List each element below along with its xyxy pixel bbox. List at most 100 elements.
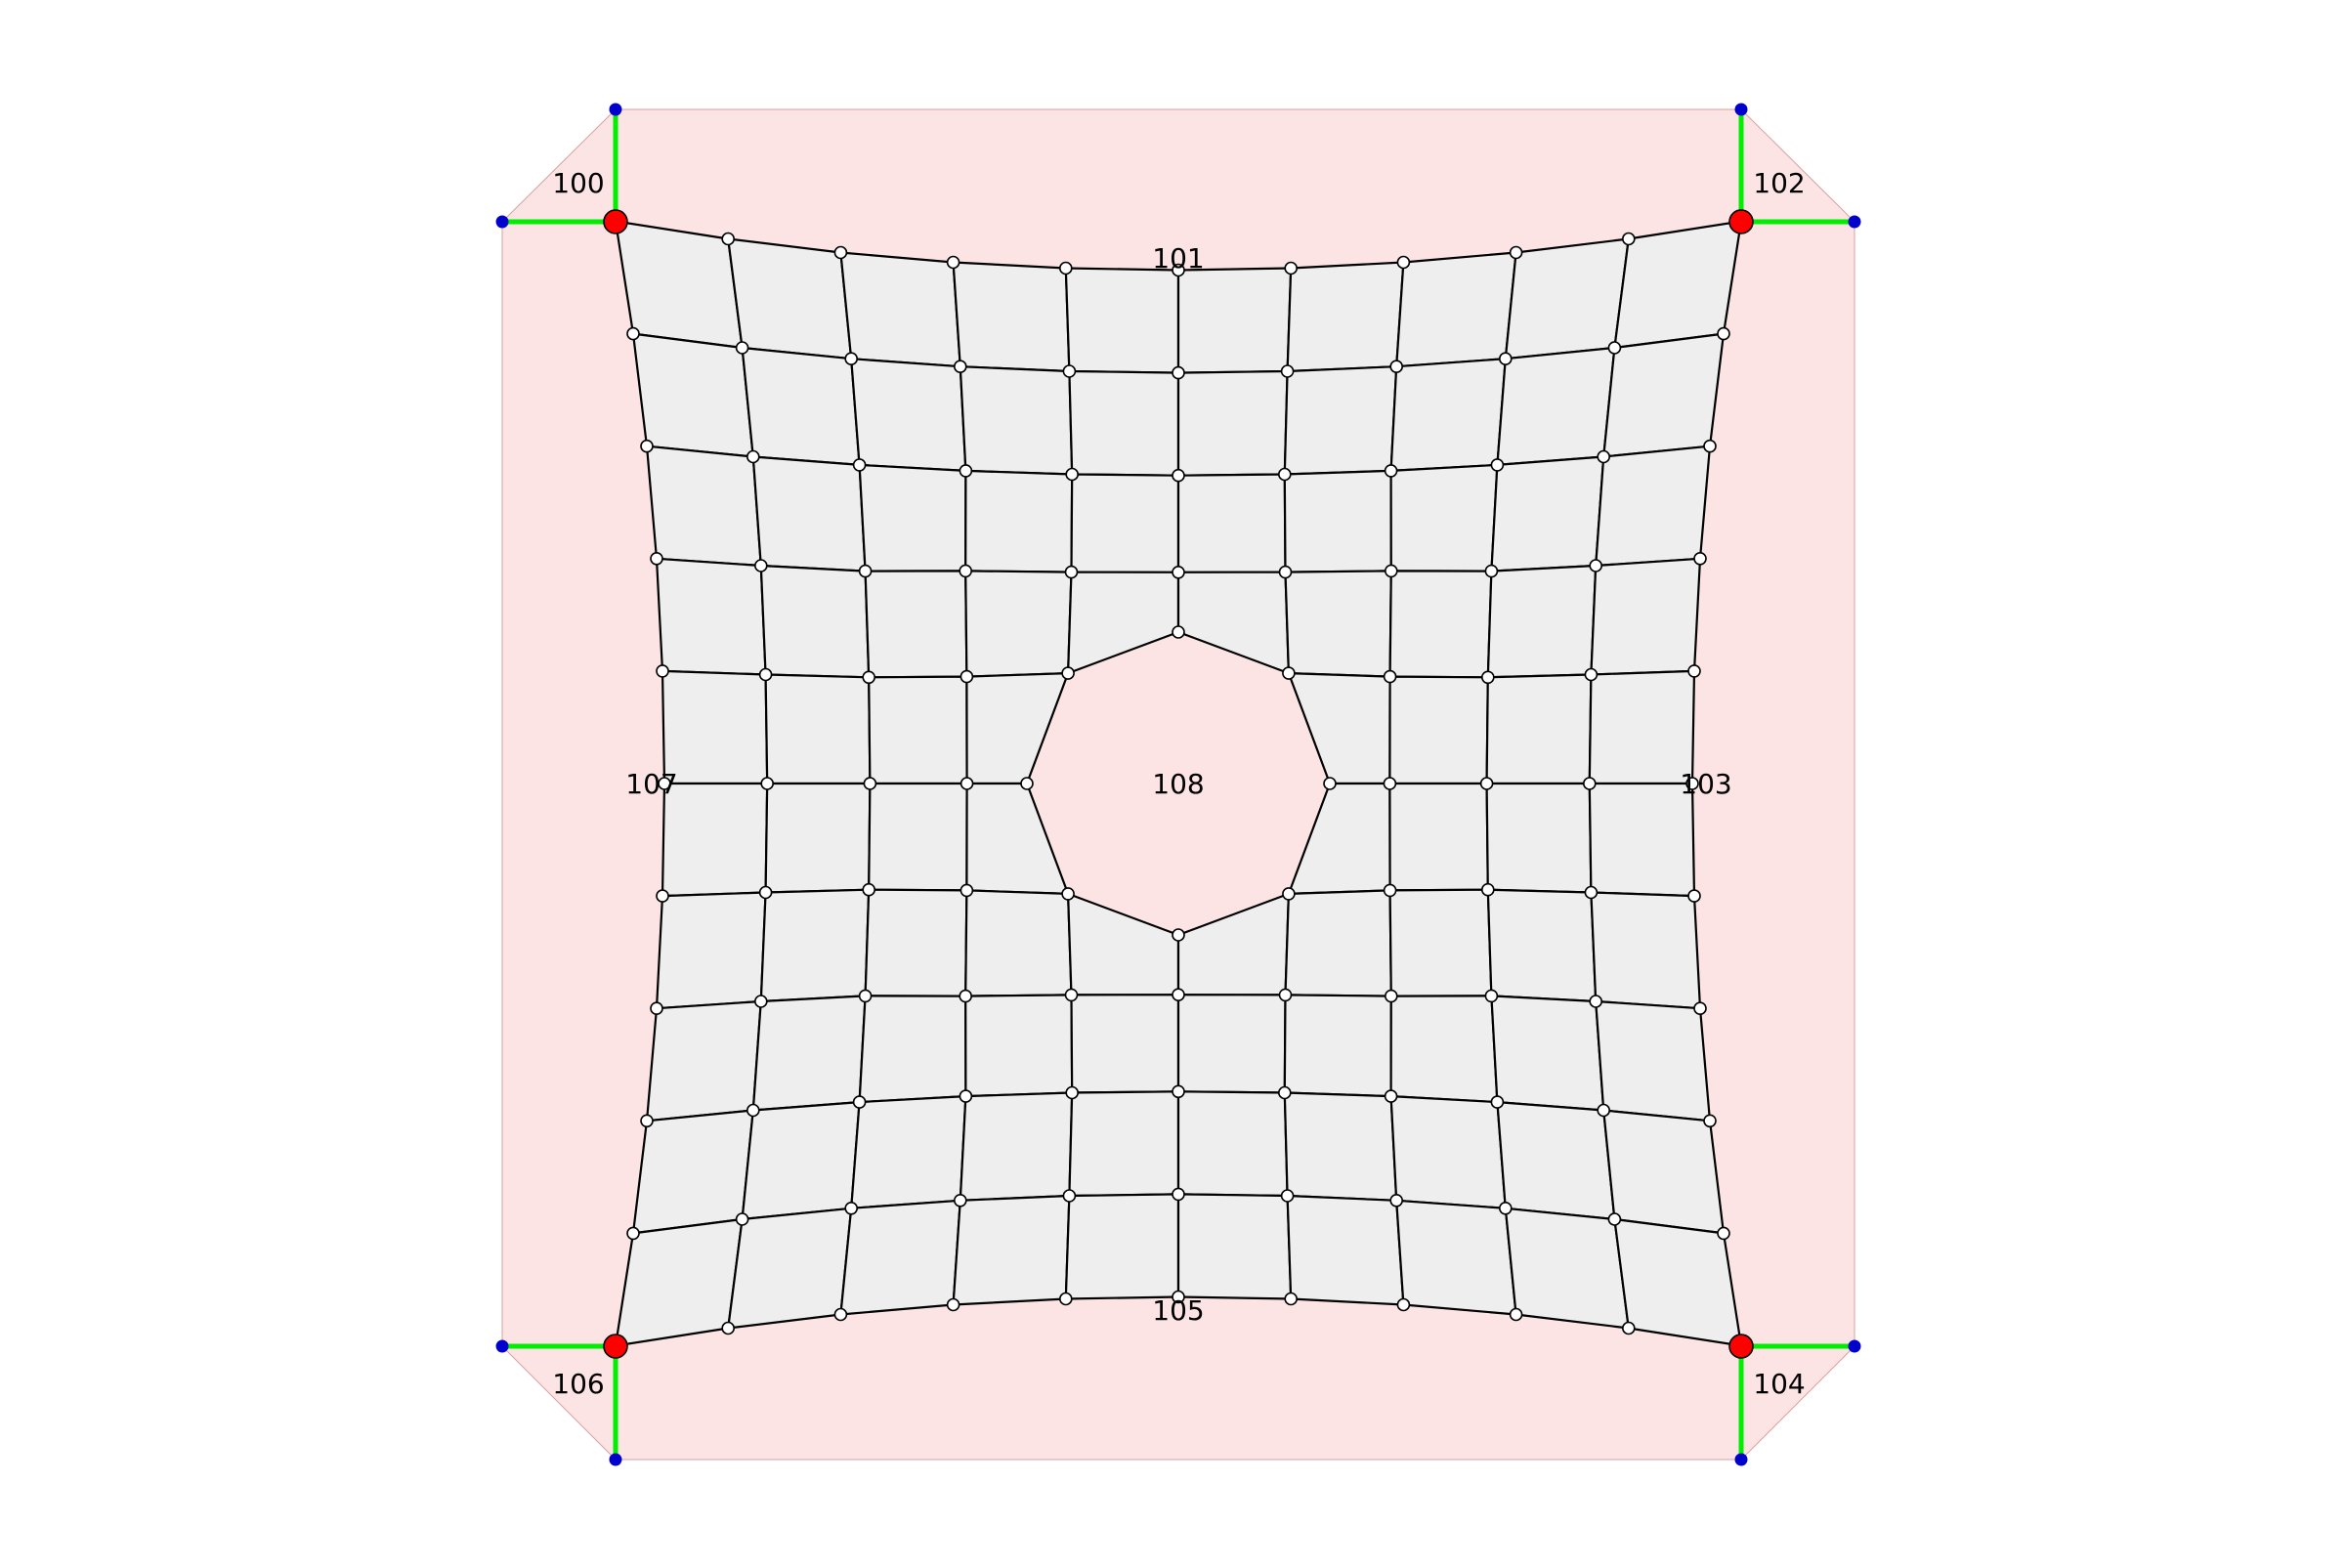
mesh-cell <box>645 445 762 568</box>
mesh-cell <box>964 889 1073 997</box>
mesh-node <box>1490 1095 1505 1109</box>
mesh-cell <box>1486 564 1598 679</box>
mesh-cell <box>1496 346 1616 466</box>
mesh-node <box>863 777 877 790</box>
mesh-node <box>1385 989 1398 1003</box>
corner-node <box>1728 1334 1754 1359</box>
mesh-cell <box>1590 891 1702 1010</box>
mesh-node <box>1062 364 1077 378</box>
mesh-node <box>1385 564 1398 578</box>
mesh-node <box>1020 777 1034 790</box>
mesh-node <box>1479 777 1494 790</box>
mesh-cell <box>1388 570 1493 679</box>
mesh-node <box>1172 928 1185 942</box>
mesh-cell <box>964 469 1074 573</box>
handle-endpoint <box>1848 215 1861 229</box>
mesh-cell <box>1395 251 1517 368</box>
mesh-cell <box>1490 455 1605 572</box>
mesh-node <box>758 885 773 900</box>
mesh-cell <box>850 358 967 472</box>
mesh-node <box>656 889 669 903</box>
mesh-cell <box>1176 1193 1293 1300</box>
mesh-node <box>1687 664 1701 678</box>
region-label-layer: 100 101 102 103 104 105 106 107 108 <box>552 167 1805 1400</box>
mesh-cell <box>1496 1100 1616 1221</box>
mesh-node <box>658 777 671 790</box>
mesh-node <box>1278 565 1293 579</box>
mesh-node <box>1622 1321 1636 1335</box>
mesh-cell <box>655 891 767 1010</box>
mesh-node <box>959 564 973 578</box>
mesh-node <box>946 255 960 270</box>
mesh-node <box>1061 666 1075 680</box>
mesh-node <box>833 1307 848 1322</box>
handle-endpoint <box>609 103 622 116</box>
handle-endpoint <box>1848 1339 1861 1353</box>
region-label-106: 106 <box>552 1368 604 1400</box>
mesh-node <box>1059 1292 1073 1306</box>
region-label-100: 100 <box>552 167 604 199</box>
mesh-cell <box>1602 1109 1726 1235</box>
corner-node <box>603 1334 628 1359</box>
mesh-cell <box>1283 469 1392 573</box>
mesh-node <box>959 777 974 790</box>
mesh-node <box>746 1103 760 1118</box>
mesh-node <box>640 1114 654 1128</box>
mesh-cell <box>1389 1094 1507 1209</box>
mesh-node <box>1061 887 1075 901</box>
mesh-node <box>1323 777 1337 790</box>
mesh-node <box>1693 551 1707 566</box>
mesh-node <box>1597 449 1610 464</box>
mesh-node <box>1490 458 1505 472</box>
mesh-node <box>1481 670 1495 685</box>
mesh-node <box>1703 439 1717 453</box>
handle-endpoint <box>495 215 509 229</box>
mesh-cell <box>764 782 872 894</box>
mesh-node <box>735 341 749 355</box>
mesh-node <box>1172 565 1185 579</box>
mesh-node <box>1280 364 1295 378</box>
mesh-cell <box>1176 267 1293 374</box>
mesh-node <box>1484 989 1499 1003</box>
mesh-cell <box>1284 889 1392 997</box>
region-label-101: 101 <box>1152 242 1204 275</box>
mesh-node <box>852 1095 867 1109</box>
mesh-cell <box>751 455 867 572</box>
mesh-node-layer <box>495 103 1861 1466</box>
mesh-node <box>1172 263 1185 277</box>
mesh-cell <box>727 1207 853 1330</box>
mesh-node <box>852 458 867 472</box>
mesh-cell <box>1595 999 1712 1123</box>
mesh-cell <box>1070 994 1180 1094</box>
mesh-node <box>626 326 640 341</box>
mesh-cell <box>1068 369 1180 477</box>
mesh-cell <box>952 261 1071 373</box>
mesh-cell <box>864 888 968 997</box>
mesh-cell <box>1388 675 1489 785</box>
mesh-node <box>1172 1084 1185 1099</box>
mesh-node <box>1484 564 1499 578</box>
mesh-cell <box>727 237 853 360</box>
mesh-cell <box>655 557 767 676</box>
mesh-node <box>1622 232 1636 246</box>
mesh-node <box>1172 1290 1185 1304</box>
mesh-node <box>1589 559 1602 572</box>
mesh-cell <box>868 675 968 785</box>
mesh-node <box>758 667 773 682</box>
mesh-node <box>1172 1187 1185 1202</box>
mesh-node <box>1685 777 1699 790</box>
mesh-node <box>844 352 859 366</box>
mesh-node <box>1384 1089 1398 1103</box>
mesh-node <box>1280 1189 1295 1203</box>
mesh-node <box>1172 468 1185 483</box>
mesh-cell <box>952 1194 1071 1306</box>
mesh-node <box>1703 1114 1717 1128</box>
mesh-node <box>1383 883 1397 898</box>
mesh-cell <box>759 564 871 679</box>
mesh-node <box>1583 777 1597 790</box>
mesh-cell <box>1064 1193 1180 1300</box>
mesh-node <box>1284 261 1298 275</box>
mesh-cell <box>645 999 762 1123</box>
mesh-cell <box>1389 358 1507 472</box>
